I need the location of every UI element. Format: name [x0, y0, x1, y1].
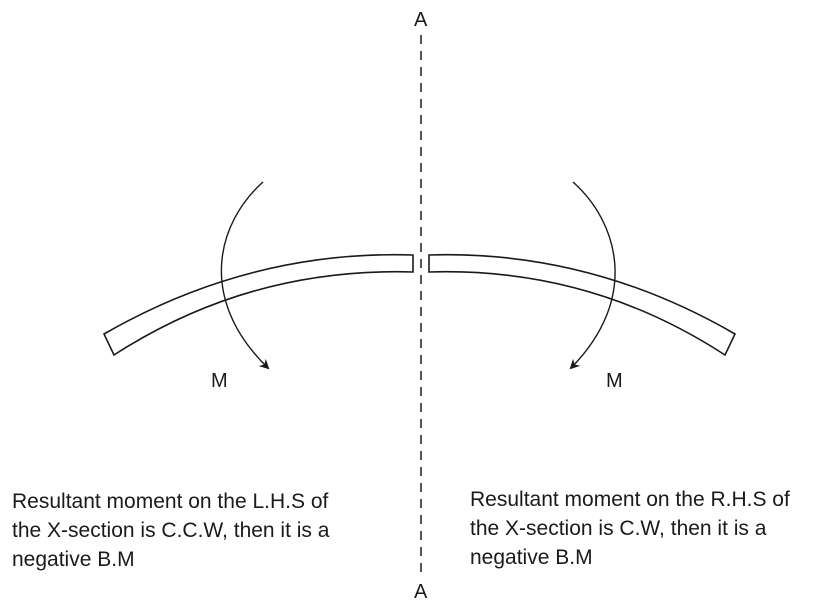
right-beam-segment [428, 253, 737, 357]
left-caption-line-1: Resultant moment on the L.H.S of [12, 490, 329, 513]
left-caption: Resultant moment on the L.H.S of the X-s… [12, 487, 329, 574]
left-moment-arrow [220, 181, 270, 370]
right-caption: Resultant moment on the R.H.S of the X-s… [470, 485, 790, 572]
left-caption-line-2: the X-section is C.C.W, then it is a [12, 519, 330, 542]
section-label-top: A [414, 9, 428, 31]
left-moment-label: M [211, 370, 228, 392]
right-moment-label: M [606, 370, 623, 392]
section-label-bottom: A [414, 581, 428, 602]
left-caption-line-3: negative B.M [12, 548, 135, 571]
right-caption-line-2: the X-section is C.W, then it is a [470, 517, 767, 540]
right-caption-line-1: Resultant moment on the R.H.S of [470, 488, 790, 511]
right-moment-arrow [569, 181, 616, 370]
right-caption-line-3: negative B.M [470, 546, 593, 569]
left-beam-segment [102, 253, 414, 357]
